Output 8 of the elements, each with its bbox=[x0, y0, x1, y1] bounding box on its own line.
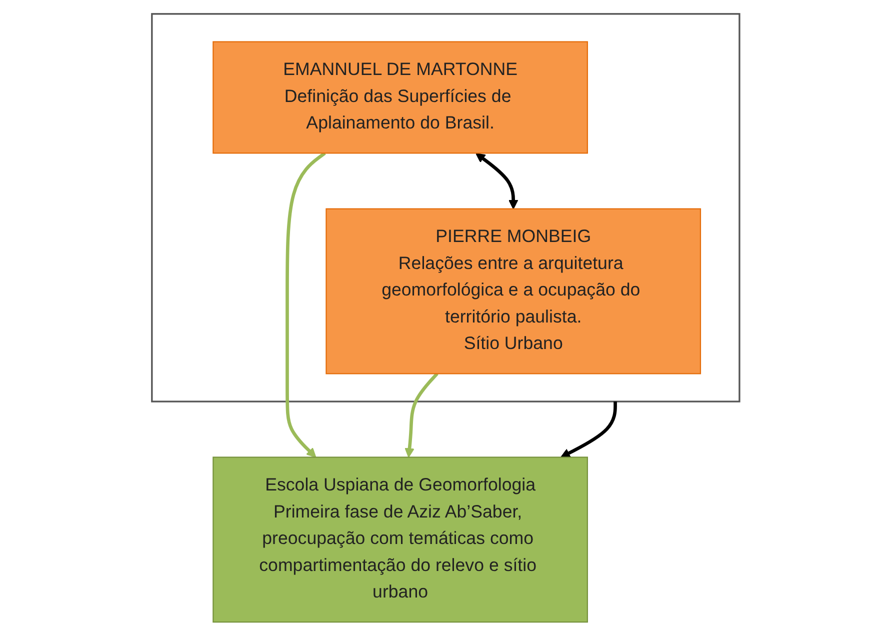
node-box: PIERRE MONBEIG Relações entre a arquitetura geomorfológica e a ocupação do território paulista. Sítio Urbano bbox=[325, 208, 701, 374]
arrow bbox=[475, 152, 518, 210]
cluster bbox=[150, 13, 740, 402]
arrow bbox=[285, 152, 326, 458]
node-box: Escola Uspiana de Geomorfologia Primeira fase de Aziz Ab’Saber, preocupação com temáticas como compartimentação do relevo e sítio urbano bbox=[212, 456, 588, 623]
arrow bbox=[404, 372, 438, 458]
arrow bbox=[560, 402, 617, 458]
node-box: EMANNUEL DE MARTONNE Definição das Superfícies de Aplainamento do Brasil. bbox=[212, 41, 588, 154]
